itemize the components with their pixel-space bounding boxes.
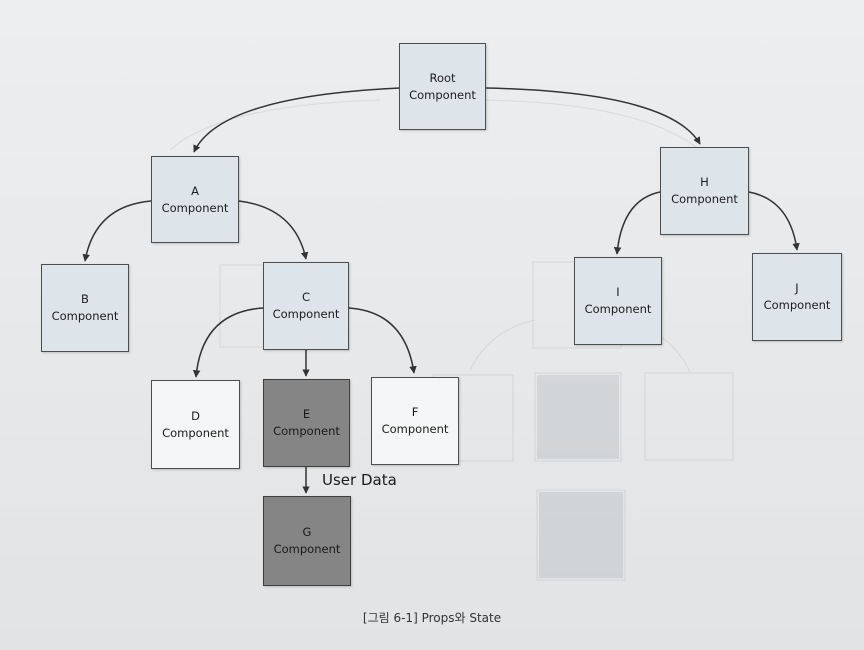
node-letter: F <box>411 405 419 419</box>
node-word: Component <box>273 424 340 438</box>
node-word: Component <box>161 200 229 215</box>
b-component-node: B Component <box>41 264 129 352</box>
node-letter: E <box>302 407 311 421</box>
node-letter: Root <box>429 70 456 85</box>
edge-h-to-i <box>613 191 661 255</box>
node-letter: A <box>191 183 199 198</box>
node-letter: D <box>191 408 200 423</box>
edge-root-to-a <box>193 87 401 153</box>
e-component-node: E Component <box>263 379 350 467</box>
node-letter: I <box>616 285 620 299</box>
a-component-node: A Component <box>151 156 239 243</box>
node-word: Component <box>162 425 229 440</box>
j-component-node: J Component <box>752 253 842 341</box>
node-word: Component <box>671 192 738 206</box>
node-letter: J <box>795 281 799 295</box>
edge-c-to-d <box>192 307 264 378</box>
edge-c-to-f <box>348 307 417 374</box>
edge-a-to-b <box>82 200 152 262</box>
user-data-label: User Data <box>322 471 397 489</box>
edge-h-to-j <box>748 191 800 251</box>
figure-caption: [그림 6-1] Props와 State <box>362 611 502 625</box>
node-letter: H <box>700 175 709 189</box>
node-letter: C <box>301 290 311 304</box>
d-component-node: D Component <box>151 380 240 469</box>
node-word: Component <box>273 542 341 556</box>
node-word: Component <box>409 87 476 102</box>
edge-root-to-h <box>485 87 701 145</box>
node-word: Component <box>51 309 119 323</box>
node-word: Component <box>272 307 340 321</box>
g-component-node: G Component <box>263 496 351 586</box>
f-component-node: F Component <box>371 377 459 465</box>
h-component-node: H Component <box>660 147 749 235</box>
i-component-node: I Component <box>574 257 662 345</box>
root-component-node: Root Component <box>399 43 486 130</box>
edge-a-to-c <box>238 200 309 260</box>
node-word: Component <box>584 302 652 316</box>
node-word: Component <box>381 422 449 436</box>
c-component-node: C Component <box>263 262 349 350</box>
node-letter: B <box>81 292 89 306</box>
node-word: Component <box>763 298 831 312</box>
node-letter: G <box>302 525 312 539</box>
